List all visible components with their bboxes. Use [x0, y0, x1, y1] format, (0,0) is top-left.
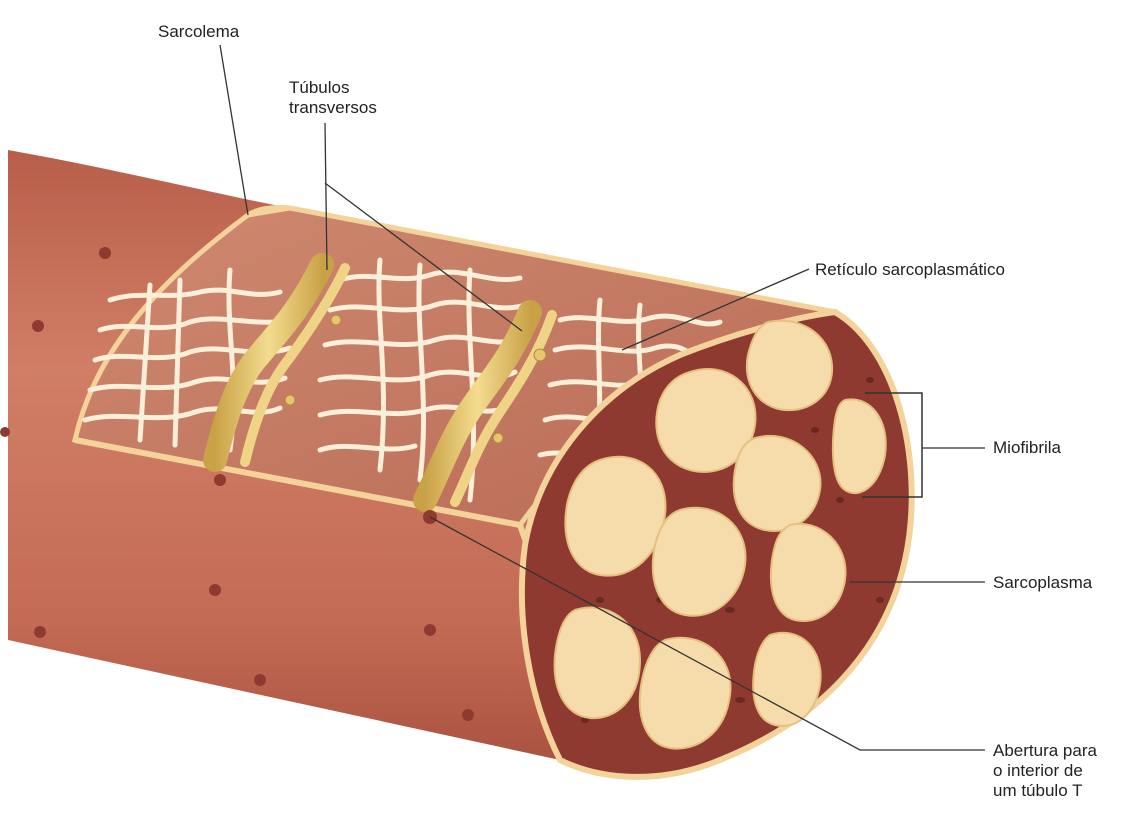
label-miofibrila: Miofibrila — [993, 438, 1061, 458]
label-reticulo-sarcoplasmatico: Retículo sarcoplasmático — [815, 260, 1005, 280]
label-tubulos-transversos: Túbulos transversos — [289, 78, 377, 118]
label-abertura-tubulo-t: Abertura para o interior de um túbulo T — [993, 741, 1097, 801]
label-sarcoplasma: Sarcoplasma — [993, 573, 1092, 593]
label-sarcolema: Sarcolema — [158, 22, 239, 42]
